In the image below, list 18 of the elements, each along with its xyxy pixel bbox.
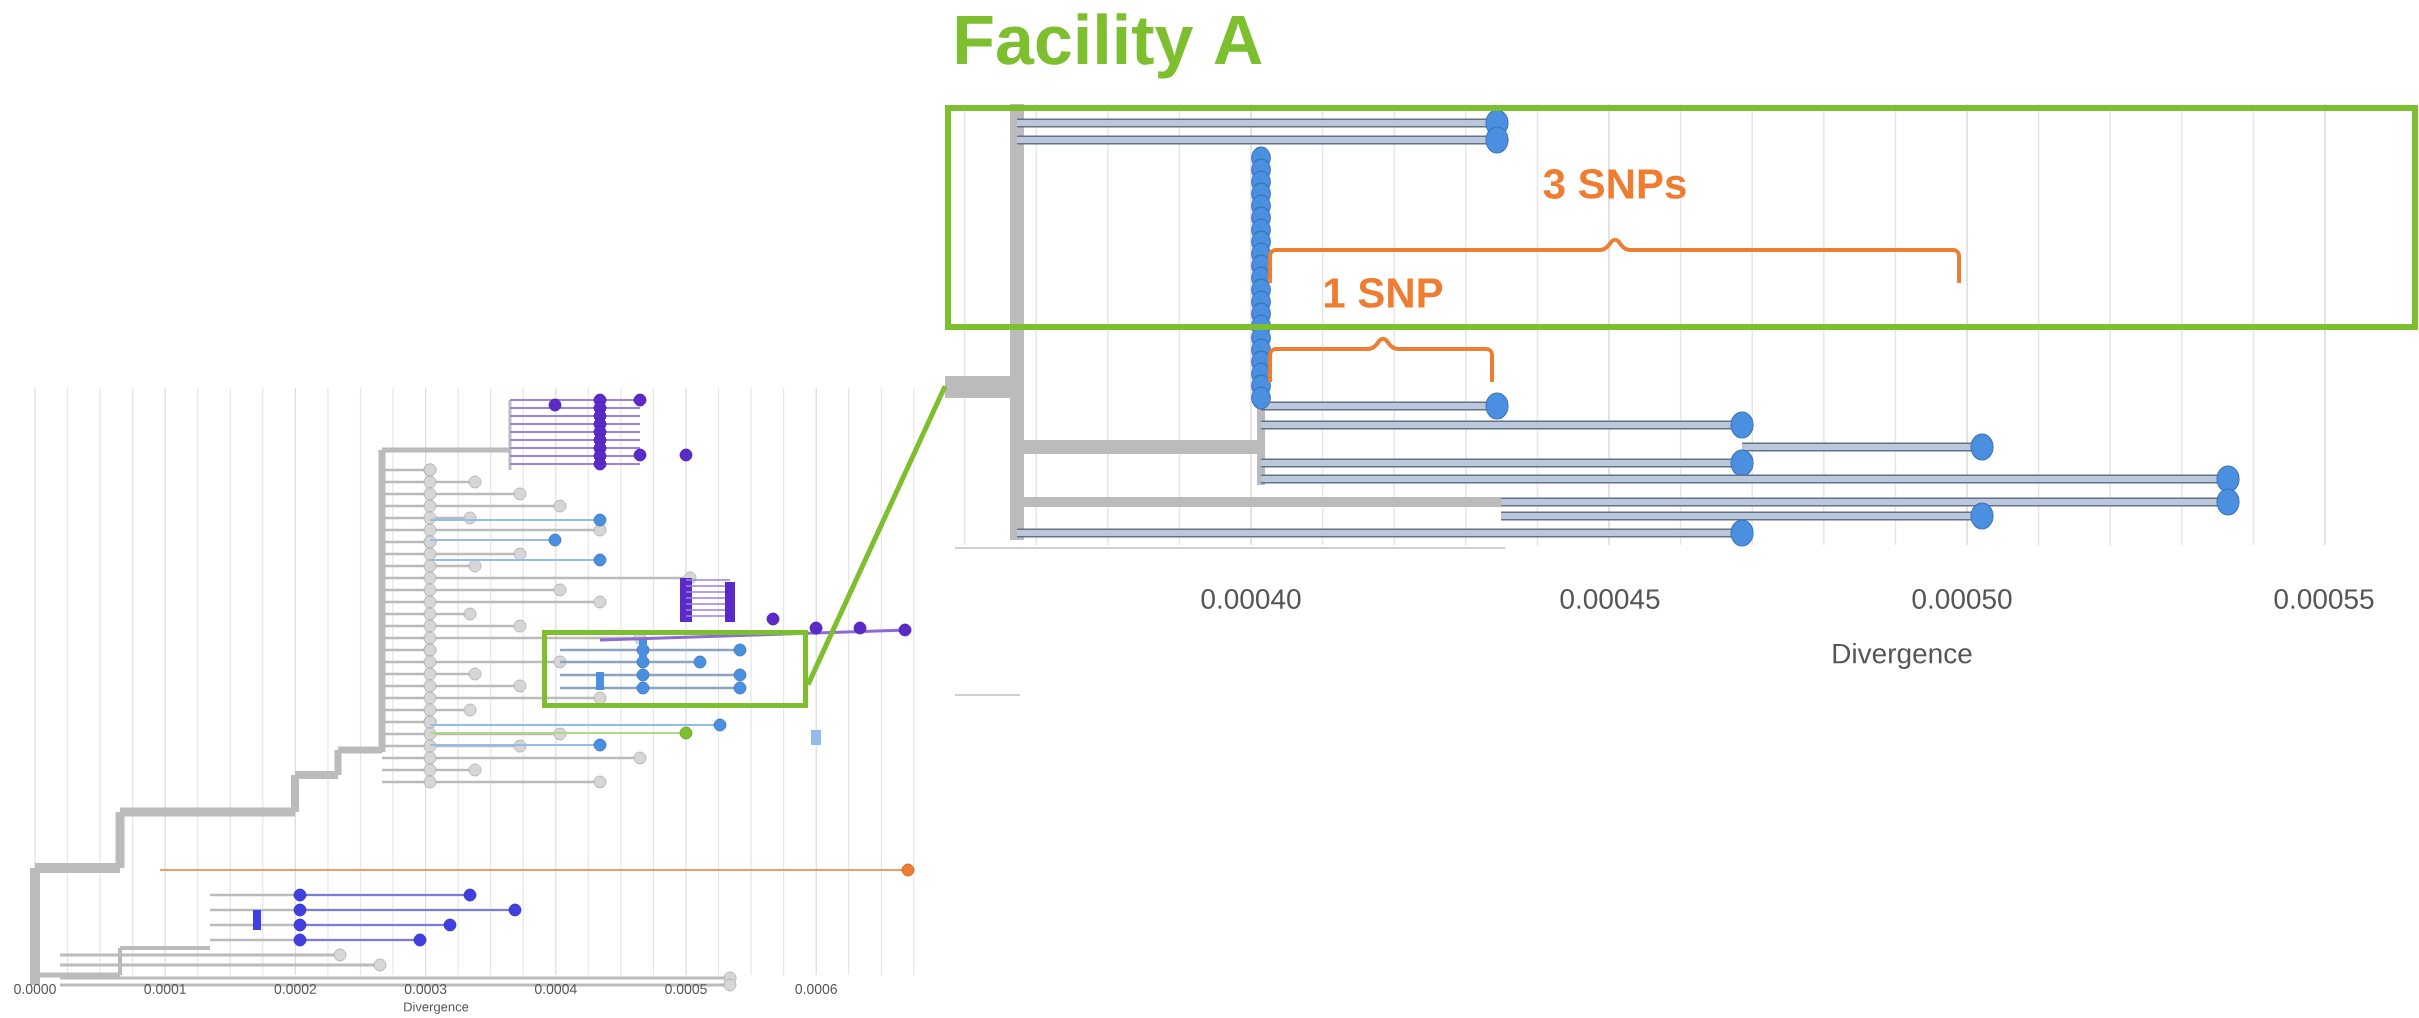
tick-label: 0.00055 [2274,589,2374,609]
tick-label: 0.0003 [404,984,447,994]
highlight-box [542,630,808,708]
tick-label: 0.0005 [665,984,707,994]
axis-title: Divergence [404,1001,469,1015]
tick-label: 0.0004 [534,984,577,994]
leader-line [805,385,948,686]
box-heading: Facility A [956,13,1262,79]
axis-title: Divergence [1833,642,1972,670]
tick-label: 0.0006 [795,984,837,994]
tick-label: 0.0001 [144,984,186,994]
tick-label: 0.00045 [1560,589,1660,609]
tick-label: 0.00040 [1201,589,1301,609]
bracket-label: 3 SNPs [1543,169,1686,199]
tick-label: 0.0002 [274,984,317,994]
tick-label: 0.00050 [1912,589,2012,609]
tick-label: 0.0000 [14,984,56,994]
bracket-label: 1 SNP [1325,278,1443,308]
